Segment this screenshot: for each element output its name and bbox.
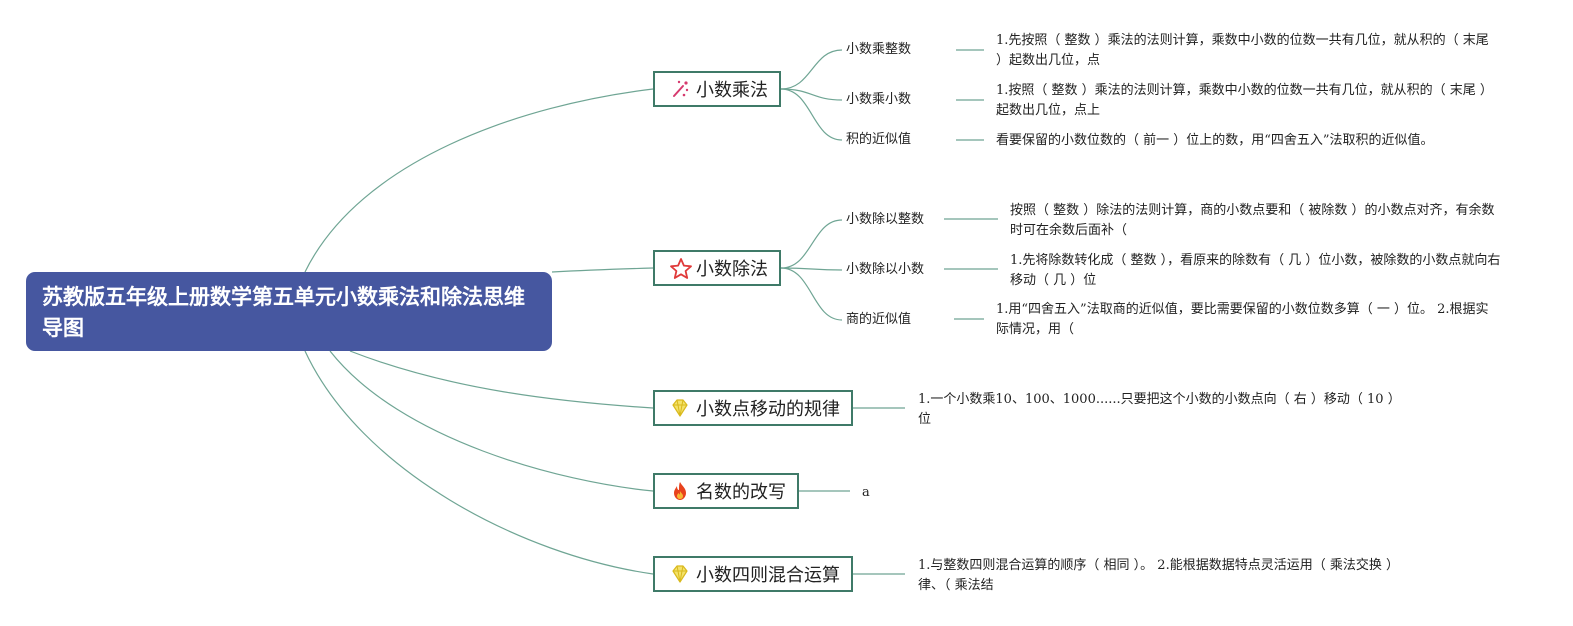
branch-decimal-mixed-operations[interactable]: 小数四则混合运算 xyxy=(653,556,853,592)
branch-label: 名数的改写 xyxy=(696,482,786,503)
root-title: 苏教版五年级上册数学第五单元小数乘法和除法思维导图 xyxy=(42,285,525,340)
branch-decimal-division[interactable]: 小数除法 xyxy=(653,250,781,286)
root-topic[interactable]: 苏教版五年级上册数学第五单元小数乘法和除法思维导图 xyxy=(26,272,552,351)
detail-decimal-point-moving-rule[interactable]: 1.一个小数乘10、100、1000......只要把这个小数的小数点向（ 右 … xyxy=(918,392,1401,427)
star-icon xyxy=(669,257,692,279)
detail-decimal-divided-by-decimal[interactable]: 1.先将除数转化成（ 整数 ），看原来的除数有（ 几 ）位小数，被除数的小数点就… xyxy=(1010,253,1501,288)
link-root-b0 xyxy=(304,88,654,273)
branch-label: 小数除法 xyxy=(696,259,768,280)
detail-decimal-divided-by-integer[interactable]: 按照（ 整数 ）除法的法则计算，商的小数点要和（ 被除数 ）的小数点对齐，有余数… xyxy=(1010,203,1495,238)
subtopic-decimal-times-decimal[interactable]: 小数乘小数 xyxy=(846,92,912,107)
magic-wand-icon xyxy=(669,78,691,100)
subtopic-decimal-divided-by-decimal[interactable]: 小数除以小数 xyxy=(846,262,925,277)
subtopic-decimal-divided-by-integer[interactable]: 小数除以整数 xyxy=(846,212,925,227)
detail-decimal-times-decimal[interactable]: 1.按照（ 整数 ）乘法的法则计算，乘数中小数的位数一共有几位，就从积的（ 末尾… xyxy=(996,83,1493,118)
detail-unit-conversion[interactable]: a xyxy=(862,485,870,500)
subtopic-decimal-times-integer[interactable]: 小数乘整数 xyxy=(846,42,912,57)
branch-decimal-multiplication[interactable]: 小数乘法 xyxy=(653,71,781,107)
branch-label: 小数四则混合运算 xyxy=(696,565,840,586)
link-b0-s1 xyxy=(780,88,843,101)
link-b1-s0 xyxy=(780,219,843,269)
link-b1-s2 xyxy=(780,267,843,321)
link-b1-s1 xyxy=(780,267,843,271)
branch-unit-conversion[interactable]: 名数的改写 xyxy=(653,473,799,509)
detail-quotient-approximation[interactable]: 1.用“四舍五入”法取商的近似值，要比需要保留的小数位数多算（ 一 ）位。 2.… xyxy=(996,302,1489,337)
link-root-b3 xyxy=(329,350,654,492)
branch-decimal-point-moving-rule[interactable]: 小数点移动的规律 xyxy=(653,390,853,426)
branch-label: 小数点移动的规律 xyxy=(696,399,840,420)
diamond-icon xyxy=(669,563,691,585)
subtopic-product-approximation[interactable]: 积的近似值 xyxy=(846,132,912,147)
fire-icon xyxy=(669,480,691,502)
diamond-icon xyxy=(669,397,691,419)
link-root-b4 xyxy=(304,350,654,575)
link-b0-s0 xyxy=(780,49,843,90)
detail-decimal-mixed-operations[interactable]: 1.与整数四则混合运算的顺序（ 相同 ）。 2.能根据数据特点灵活运用（ 乘法交… xyxy=(918,558,1399,593)
link-root-b2 xyxy=(349,350,654,409)
subtopic-quotient-approximation[interactable]: 商的近似值 xyxy=(846,312,912,327)
link-b0-s2 xyxy=(780,88,843,141)
link-root-b1 xyxy=(551,267,654,273)
detail-product-approximation[interactable]: 看要保留的小数位数的（ 前一 ）位上的数，用“四舍五入”法取积的近似值。 xyxy=(996,133,1434,148)
detail-decimal-times-integer[interactable]: 1.先按照（ 整数 ）乘法的法则计算，乘数中小数的位数一共有几位，就从积的（ 末… xyxy=(996,33,1489,68)
branch-label: 小数乘法 xyxy=(696,80,768,101)
